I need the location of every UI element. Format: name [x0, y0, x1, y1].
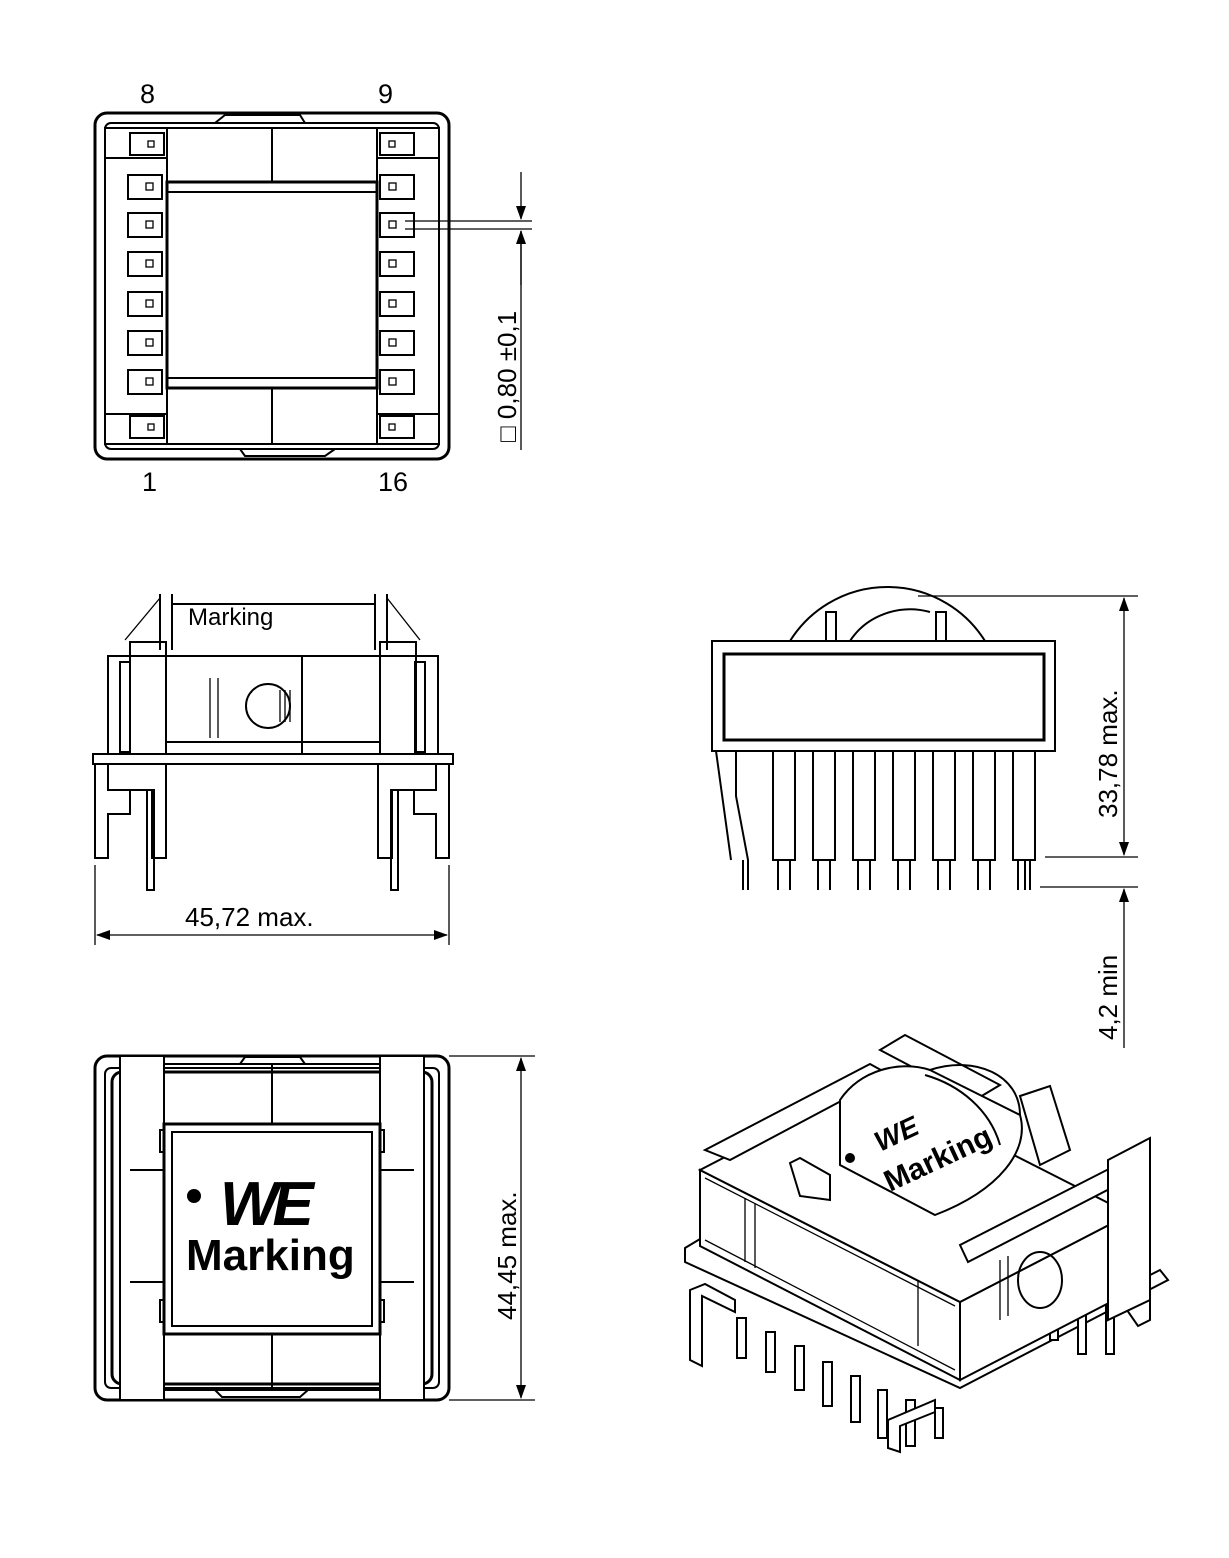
top-pin-label-16: 16: [378, 467, 408, 497]
pin-length-dimension: 4,2 min: [1093, 955, 1123, 1040]
bottom-view: WE Marking 44,45 max.: [93, 1054, 535, 1402]
top-view: 8 9 1 16 □ 0,80 ±0,1: [93, 79, 532, 497]
pin-square-dimension: □ 0,80 ±0,1: [492, 311, 522, 442]
top-pin-label-8: 8: [140, 79, 155, 109]
front-marking-text: Marking: [188, 604, 273, 631]
bottom-marking-text: Marking: [186, 1231, 355, 1280]
side-pins: [715, 750, 1036, 890]
height-dimension: 33,78 max.: [1093, 689, 1123, 818]
depth-dimension: 44,45 max.: [492, 1191, 522, 1320]
left-pin-column: [127, 132, 165, 439]
isometric-view: WE Marking: [684, 1033, 1170, 1454]
right-pin-column: [379, 132, 415, 439]
width-dimension: 45,72 max.: [185, 902, 314, 932]
side-view: 33,78 max. 4,2 min: [711, 586, 1138, 1048]
bottom-logo: WE: [220, 1170, 316, 1239]
pin1-dot: [187, 1189, 201, 1203]
top-pin-label-1: 1: [142, 467, 157, 497]
front-view: Marking 45,72 max.: [92, 594, 454, 945]
top-pin-label-9: 9: [378, 79, 393, 109]
